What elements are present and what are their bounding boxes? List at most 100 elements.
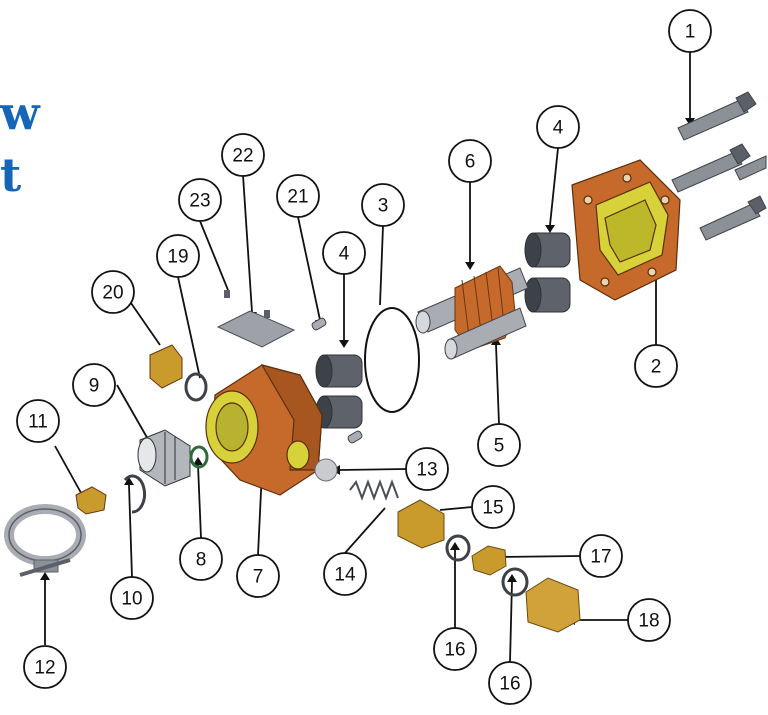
callout-circle	[276, 174, 320, 218]
callout-number: 20	[102, 283, 123, 304]
part-dowel-pin	[311, 317, 327, 331]
callout-circle	[361, 183, 405, 227]
callout-drive-screws: 23	[178, 178, 222, 222]
callout-number: 17	[590, 547, 611, 568]
callout-number: 4	[553, 118, 564, 139]
part-adjusting-cap	[525, 577, 581, 633]
callout-circle	[178, 178, 222, 222]
callout-circle	[536, 105, 580, 149]
part-small-o-ring	[189, 445, 209, 469]
callout-driven-gear: 5	[477, 423, 521, 467]
callout-number: 18	[638, 611, 659, 632]
callout-circle	[110, 576, 154, 620]
part-bushing-rear	[524, 232, 571, 313]
title-fragment-2: t	[0, 148, 22, 202]
callout-retaining-ring: 10	[110, 576, 154, 620]
callout-number: 19	[167, 247, 188, 268]
callout-shaft-seal: 9	[72, 363, 116, 407]
callout-adjusting-cap: 18	[627, 598, 671, 642]
callout-dowel-pin: 21	[276, 174, 320, 218]
callout-o-ring: 3	[361, 183, 405, 227]
part-key	[75, 486, 107, 515]
callout-number: 12	[34, 658, 55, 679]
callout-front-housing: 7	[236, 554, 280, 598]
callout-small-o-ring: 8	[179, 537, 223, 581]
callout-bolts: 1	[668, 9, 712, 53]
callout-circle	[579, 534, 623, 578]
callout-circle	[72, 363, 116, 407]
callout-circle	[16, 399, 60, 443]
part-retaining-ring	[123, 474, 146, 514]
part-drive-gear-shaft	[415, 265, 529, 360]
callout-circle	[91, 270, 135, 314]
part-spring	[349, 479, 399, 501]
part-shaft-seal	[137, 429, 191, 487]
callout-spring: 14	[323, 552, 367, 596]
part-seal-ring-a	[445, 534, 471, 562]
callout-number: 21	[287, 187, 308, 208]
part-spring-guide	[397, 499, 445, 549]
callout-number: 16	[499, 674, 520, 695]
part-drive-screws	[224, 290, 270, 318]
callout-circle	[471, 485, 515, 529]
callout-lock-nut: 17	[579, 534, 623, 578]
callout-number: 1	[685, 22, 696, 43]
callout-number: 3	[378, 196, 389, 217]
callout-number: 9	[89, 376, 100, 397]
callout-number: 7	[253, 567, 264, 588]
callout-circle	[668, 9, 712, 53]
part-front-housing	[205, 364, 323, 496]
callout-circle	[634, 344, 678, 388]
callout-plug: 20	[91, 270, 135, 314]
callout-number: 13	[416, 460, 437, 481]
callout-number: 10	[121, 589, 142, 610]
callout-number: 4	[339, 244, 350, 265]
callout-seal-ring-b: 16	[488, 661, 532, 705]
callout-spring-guide: 15	[471, 485, 515, 529]
callout-circle	[156, 234, 200, 278]
callout-circle	[323, 552, 367, 596]
callout-bushing-rear: 4	[536, 105, 580, 149]
callout-relief-ball: 13	[405, 447, 449, 491]
callout-number: 23	[189, 191, 210, 212]
callout-circle	[477, 423, 521, 467]
callout-circle	[322, 231, 366, 275]
callout-number: 8	[196, 550, 207, 571]
callout-number: 22	[232, 146, 253, 167]
callout-circle	[488, 661, 532, 705]
callout-number: 11	[28, 412, 48, 433]
callout-circle	[179, 537, 223, 581]
callout-number: 14	[334, 565, 356, 586]
callout-circle	[405, 447, 449, 491]
part-lock-nut	[471, 545, 507, 576]
callout-number: 16	[444, 640, 465, 661]
part-seal-ring-b	[501, 567, 529, 597]
part-mounting-clamp	[4, 504, 86, 577]
title-fragment-1: w	[0, 86, 40, 140]
callout-drive-gear-shaft: 6	[448, 139, 492, 183]
callout-circle	[627, 598, 671, 642]
part-nameplate	[216, 310, 296, 348]
callout-key: 11	[16, 399, 60, 443]
part-rear-cover	[571, 159, 681, 301]
part-bolts	[671, 91, 767, 241]
callout-number: 6	[465, 152, 476, 173]
part-o-ring	[364, 307, 420, 413]
callout-circle	[23, 645, 67, 689]
callout-mounting-clamp: 12	[23, 645, 67, 689]
callout-number: 5	[494, 436, 505, 457]
part-relief-ball	[314, 458, 338, 482]
callout-seal-ring-a: 16	[433, 627, 477, 671]
part-plug-o-ring	[184, 372, 208, 402]
callout-circle	[448, 139, 492, 183]
callout-nameplate: 22	[221, 133, 265, 177]
callout-number: 15	[482, 498, 503, 519]
callout-circle	[221, 133, 265, 177]
callout-circle	[236, 554, 280, 598]
callout-rear-cover: 2	[634, 344, 678, 388]
callout-bushing-front: 4	[322, 231, 366, 275]
part-plug	[149, 344, 183, 389]
